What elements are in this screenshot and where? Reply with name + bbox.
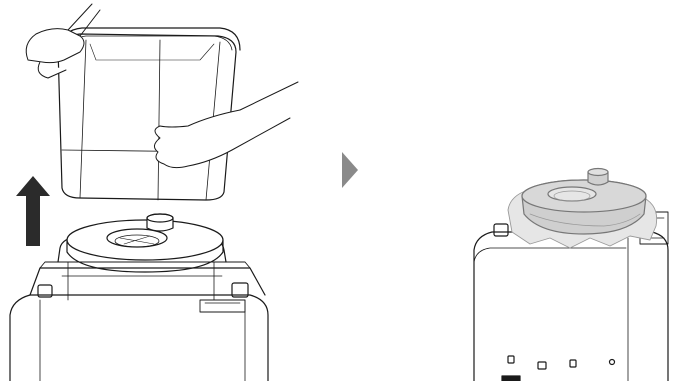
next-step-icon (342, 152, 358, 188)
lid-disc-right (522, 169, 646, 235)
water-bucket (58, 28, 240, 200)
right-panel (474, 169, 668, 381)
up-arrow-icon (16, 176, 50, 246)
left-panel (10, 4, 298, 381)
base-unit-left (10, 214, 268, 381)
